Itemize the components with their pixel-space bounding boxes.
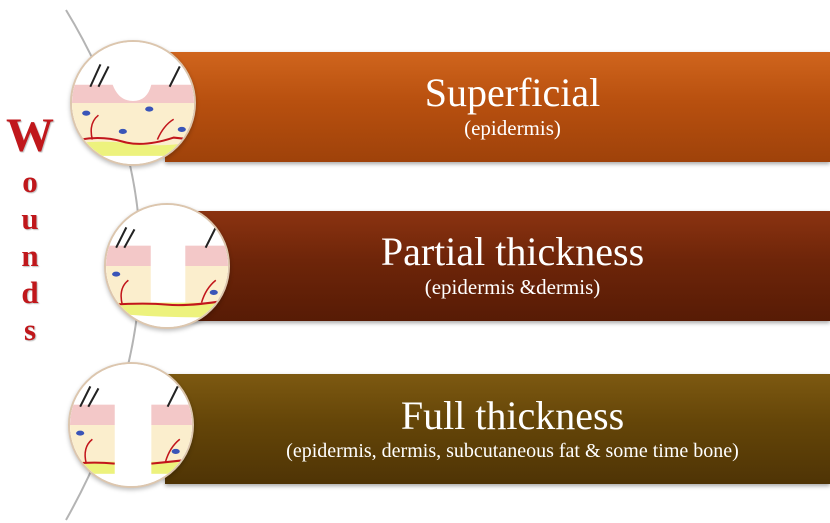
level-title: Superficial [425, 71, 601, 115]
level-title: Full thickness [401, 394, 624, 438]
level-band-partial-thickness: Partial thickness (epidermis &dermis) [165, 211, 830, 321]
level-band-superficial: Superficial (epidermis) [165, 52, 830, 162]
title-letter: s [24, 314, 36, 350]
skin-cross-section-partial-icon [104, 203, 230, 329]
level-band-full-thickness: Full thickness (epidermis, dermis, subcu… [165, 374, 830, 484]
wounds-vertical-title: W o u n d s [10, 112, 50, 351]
title-letter: d [21, 277, 38, 313]
level-subtitle: (epidermis) [464, 115, 561, 142]
skin-cross-section-full-icon [68, 362, 194, 488]
level-title: Partial thickness [381, 230, 644, 274]
title-letter: W [6, 112, 54, 166]
level-subtitle: (epidermis &dermis) [425, 274, 601, 301]
title-letter: n [21, 240, 38, 276]
level-subtitle: (epidermis, dermis, subcutaneous fat & s… [286, 438, 739, 464]
skin-cross-section-superficial-icon [70, 40, 196, 166]
title-letter: o [22, 166, 38, 202]
title-letter: u [21, 203, 38, 239]
